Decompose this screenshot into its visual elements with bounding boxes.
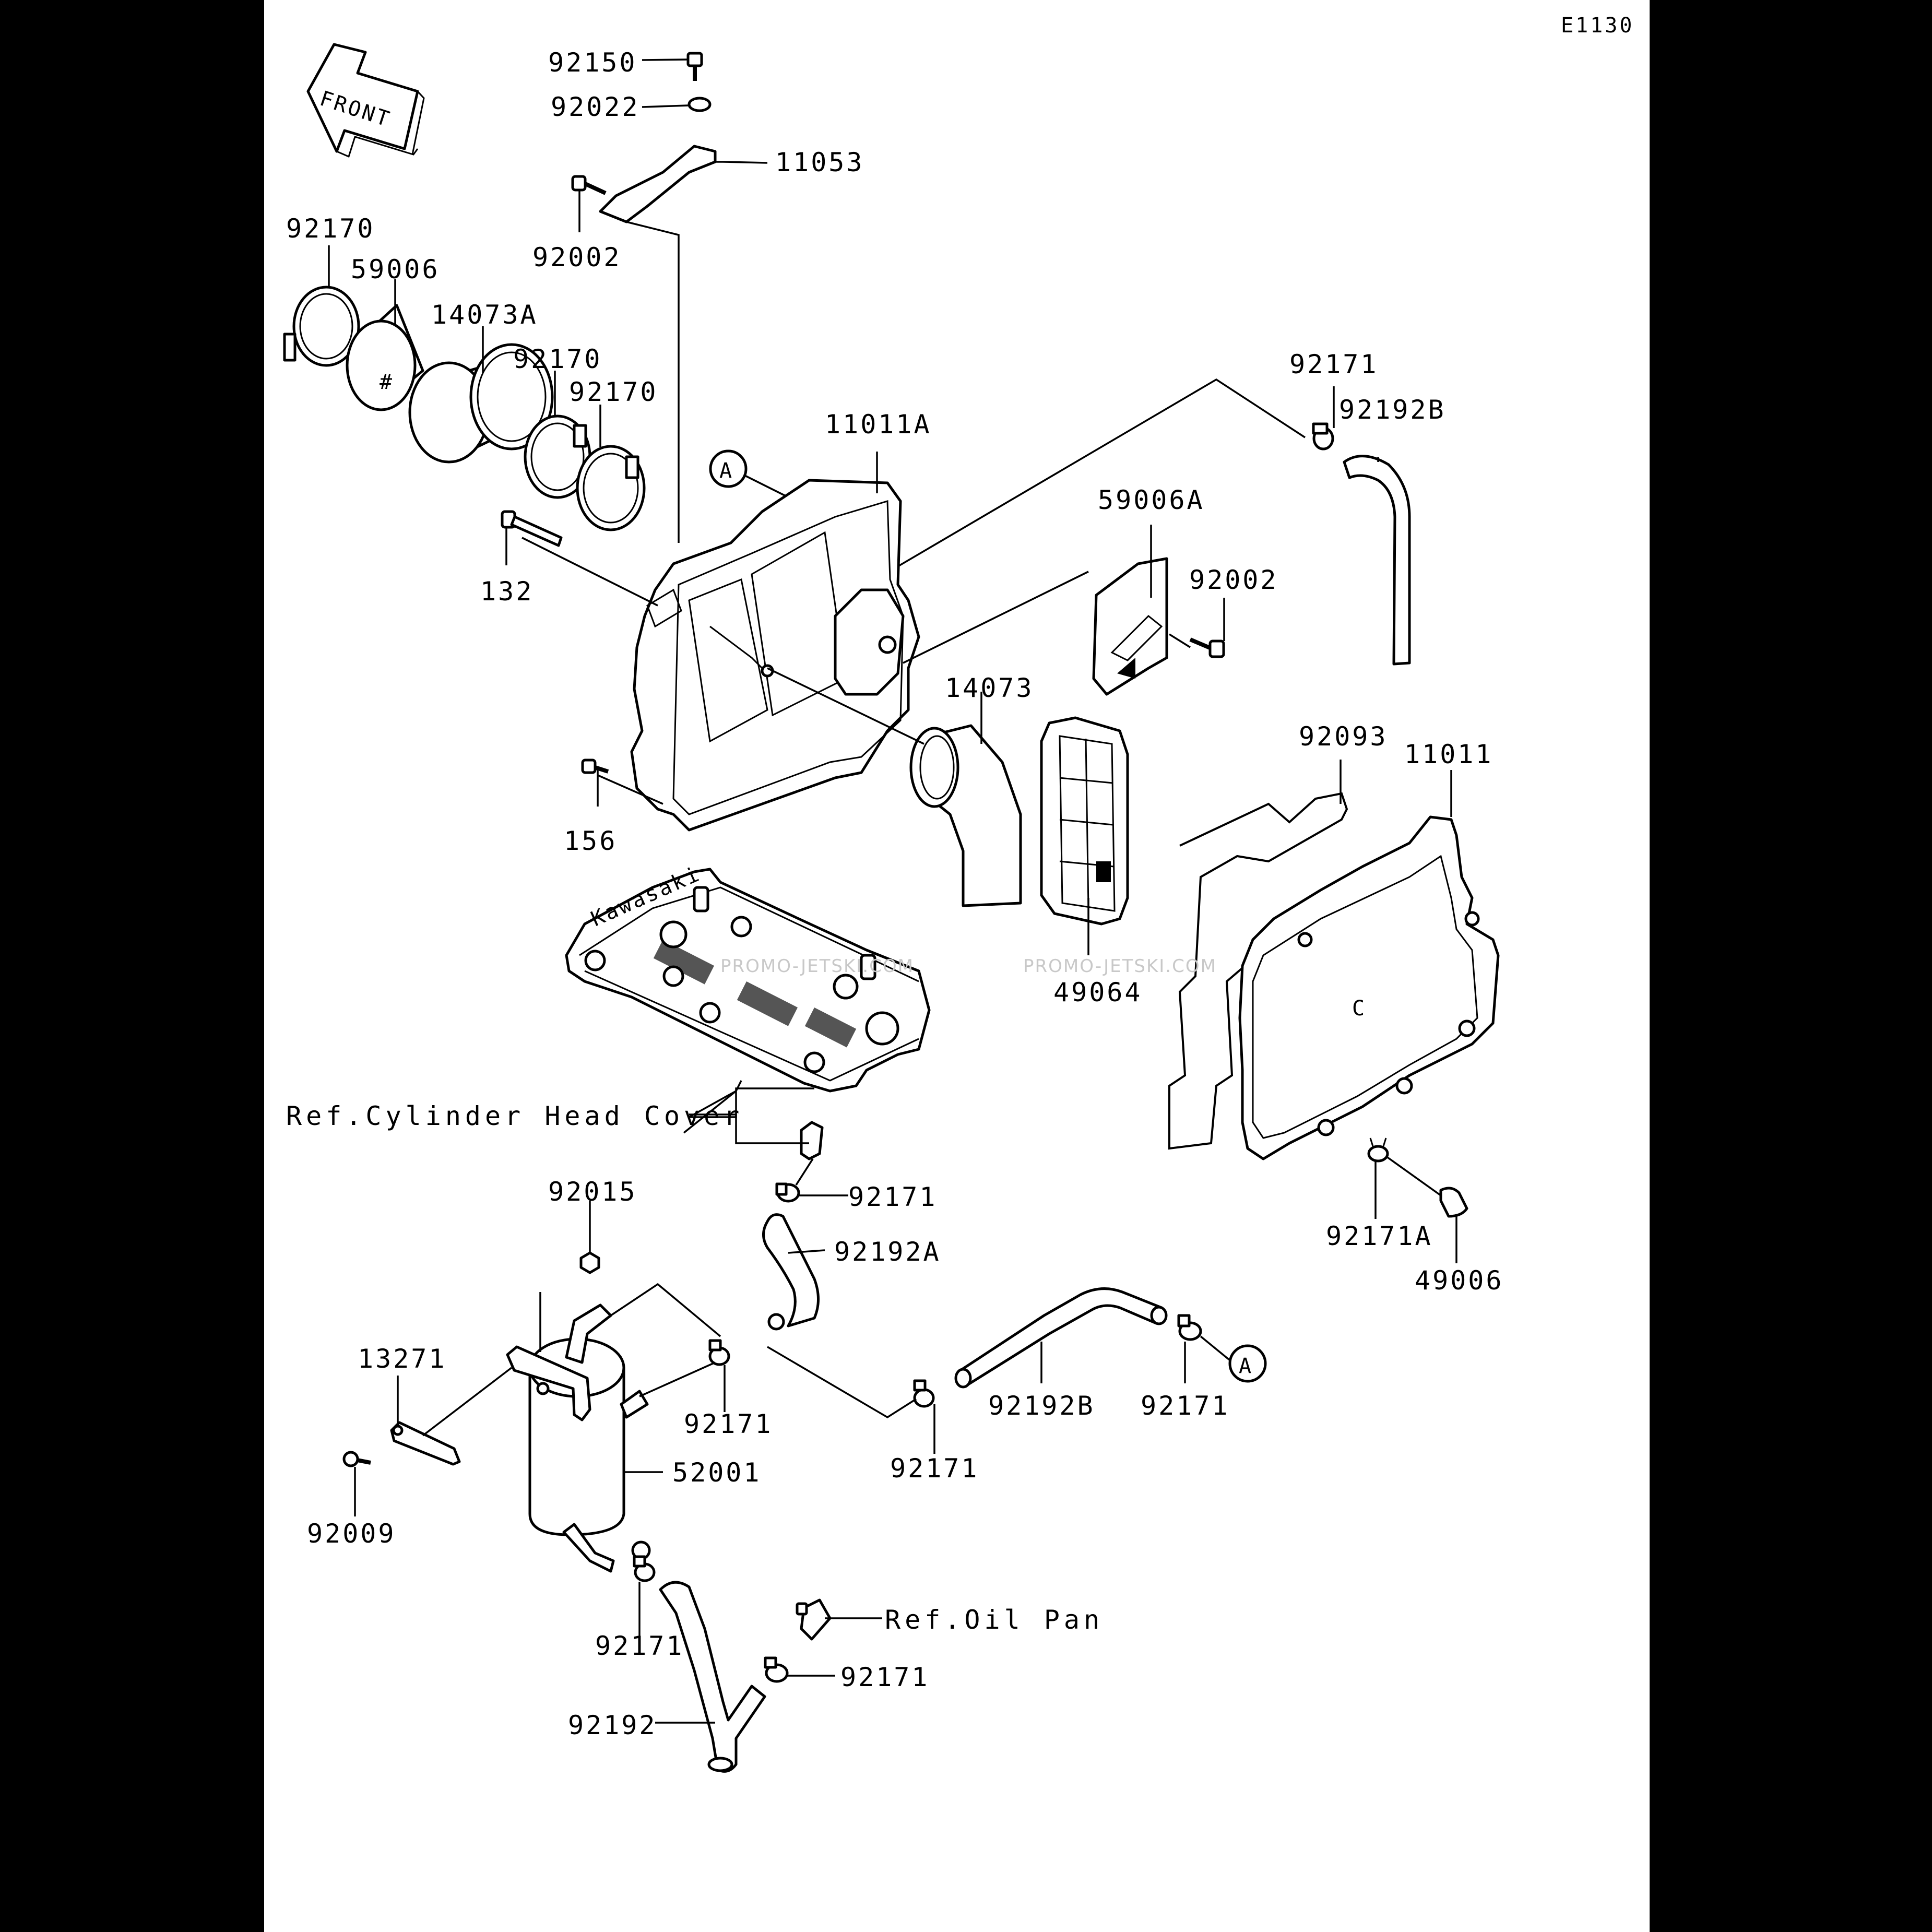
label-14073A: 14073A bbox=[431, 300, 538, 330]
label-92150: 92150 bbox=[548, 48, 637, 78]
label-92170-a: 92170 bbox=[286, 214, 375, 244]
svg-text:#: # bbox=[380, 370, 394, 394]
label-11011: 11011 bbox=[1404, 739, 1494, 769]
label-92171-b3: 92171 bbox=[1141, 1391, 1230, 1421]
front-arrow-icon: FRONT bbox=[306, 43, 425, 158]
clip-92171-b4-icon bbox=[633, 1555, 656, 1582]
screen-49064-icon bbox=[1040, 716, 1129, 926]
fitting-oil-pan-icon bbox=[796, 1598, 832, 1641]
label-59006A: 59006A bbox=[1098, 485, 1205, 515]
clamp-92170-right-icon bbox=[576, 445, 646, 531]
label-ref-oil-pan: Ref.Oil Pan bbox=[885, 1605, 1104, 1635]
air-box-housing-11011A-icon bbox=[630, 479, 920, 832]
watermark-1: PROMO-JETSKI.COM bbox=[720, 956, 914, 977]
clip-92171-top-icon bbox=[1312, 422, 1334, 451]
label-92170-b: 92170 bbox=[513, 344, 602, 374]
duct-14073-icon bbox=[909, 724, 1022, 907]
clamp-92170-left-icon bbox=[283, 286, 360, 367]
label-92171-b5: 92171 bbox=[840, 1662, 930, 1692]
plate-13271-icon bbox=[390, 1421, 461, 1466]
label-49006: 49006 bbox=[1415, 1265, 1504, 1296]
label-11011A: 11011A bbox=[825, 409, 932, 440]
label-92002-top: 92002 bbox=[532, 242, 622, 272]
label-11053: 11053 bbox=[775, 147, 864, 177]
cap-49006-icon bbox=[1439, 1187, 1468, 1218]
clip-92171-mid-icon bbox=[775, 1182, 800, 1203]
label-92015: 92015 bbox=[548, 1177, 637, 1207]
bolt-92002-top-icon bbox=[571, 175, 607, 195]
bolt-156-icon bbox=[581, 758, 609, 774]
label-92009: 92009 bbox=[307, 1519, 396, 1549]
clamp-92170-mid-icon bbox=[524, 414, 591, 499]
hose-92192B-top-icon bbox=[1343, 455, 1411, 666]
gasket-92093-icon bbox=[1168, 792, 1348, 1150]
hose-92192-icon bbox=[631, 1540, 766, 1773]
label-14073: 14073 bbox=[945, 673, 1034, 703]
label-59006: 59006 bbox=[351, 254, 440, 285]
label-132: 132 bbox=[480, 576, 534, 607]
bolt-92002-right-icon bbox=[1189, 637, 1225, 658]
tank-bracket-icon bbox=[506, 1345, 591, 1421]
screw-92009-icon bbox=[342, 1451, 371, 1467]
svg-text:A: A bbox=[719, 459, 734, 483]
label-49064: 49064 bbox=[1053, 977, 1143, 1008]
air-box-cover-11011-icon: C bbox=[1238, 815, 1500, 1160]
label-92171-b1: 92171 bbox=[684, 1409, 773, 1439]
label-92192B-bottom: 92192B bbox=[988, 1391, 1095, 1421]
label-92192A: 92192A bbox=[834, 1237, 941, 1267]
watermark-2: PROMO-JETSKI.COM bbox=[1023, 956, 1217, 977]
clip-92171-b3-icon bbox=[1177, 1314, 1202, 1341]
bolt-92150-icon bbox=[686, 52, 703, 81]
label-92022: 92022 bbox=[551, 92, 640, 122]
clip-92171-b1-icon bbox=[708, 1339, 730, 1366]
label-92093: 92093 bbox=[1299, 721, 1388, 752]
label-92171-b4: 92171 bbox=[595, 1631, 684, 1661]
label-ref-cylinder-head-cover: Ref.Cylinder Head Cover bbox=[286, 1101, 743, 1131]
sleeve-59006-icon: # bbox=[346, 304, 424, 411]
label-92171-top: 92171 bbox=[1289, 349, 1379, 380]
label-52001: 52001 bbox=[672, 1457, 762, 1488]
label-92170-c: 92170 bbox=[569, 377, 658, 407]
callout-a-bottom-icon: A bbox=[1228, 1344, 1267, 1383]
label-92171-mid: 92171 bbox=[848, 1182, 938, 1212]
hose-92192B-bottom-icon bbox=[959, 1287, 1163, 1388]
tube-end-icon bbox=[767, 1313, 785, 1331]
label-92192: 92192 bbox=[568, 1710, 657, 1740]
label-92171-b2: 92171 bbox=[890, 1453, 979, 1484]
label-156: 156 bbox=[564, 826, 617, 856]
hose-14073A-icon bbox=[408, 343, 554, 464]
hose-92192A-icon bbox=[762, 1213, 820, 1327]
callout-a-top-icon: A bbox=[709, 449, 748, 488]
svg-text:A: A bbox=[1239, 1354, 1253, 1378]
clip-92171A-icon bbox=[1367, 1137, 1389, 1163]
label-13271: 13271 bbox=[358, 1344, 447, 1374]
bracket-11053-icon bbox=[599, 145, 717, 223]
fitting-head-cover-icon bbox=[800, 1121, 824, 1160]
label-92002-right: 92002 bbox=[1189, 565, 1278, 595]
label-92171A: 92171A bbox=[1326, 1221, 1433, 1251]
nut-92015-icon bbox=[579, 1251, 600, 1274]
diagram-id: E1130 bbox=[1561, 14, 1634, 38]
label-92192B-top: 92192B bbox=[1339, 395, 1446, 425]
washer-92022-icon bbox=[688, 97, 712, 112]
flap-59006A-icon bbox=[1092, 557, 1168, 696]
tank-52001-icon bbox=[528, 1303, 649, 1573]
bolt-132-icon bbox=[501, 510, 563, 547]
clip-92171-b2-icon bbox=[913, 1379, 935, 1408]
cover-marking: C bbox=[1352, 997, 1367, 1021]
leader-lines bbox=[328, 58, 1457, 1724]
clip-92171-b5-icon bbox=[764, 1656, 789, 1683]
